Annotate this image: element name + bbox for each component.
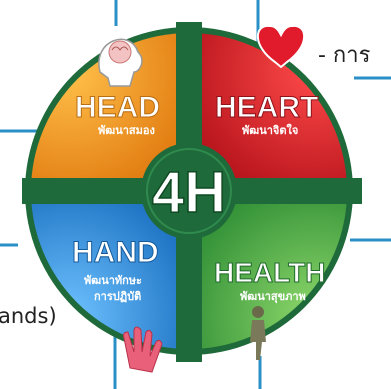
- health-title: HEALTH: [214, 257, 325, 288]
- walking-person-icon: [250, 306, 266, 360]
- heart-title: HEART: [215, 91, 318, 124]
- hand-icon: [123, 326, 163, 373]
- hand-subtitle-line2: การปฏิบัติ: [94, 290, 141, 303]
- head-subtitle: พัฒนาสมอง: [98, 124, 155, 137]
- side-text-left: ands): [0, 304, 57, 328]
- center-label: 4H: [152, 160, 226, 225]
- brain-head-icon: [98, 38, 143, 87]
- heart-icon: [256, 24, 306, 69]
- heart-subtitle: พัฒนาจิตใจ: [242, 123, 298, 137]
- head-title: HEAD: [75, 91, 160, 124]
- side-text-right: - การ: [318, 43, 371, 68]
- center-badge: [141, 143, 237, 239]
- health-subtitle: พัฒนาสุขภาพ: [240, 290, 306, 304]
- hand-subtitle-line1: พัฒนาทักษะ: [84, 274, 142, 287]
- hand-title: HAND: [72, 236, 159, 269]
